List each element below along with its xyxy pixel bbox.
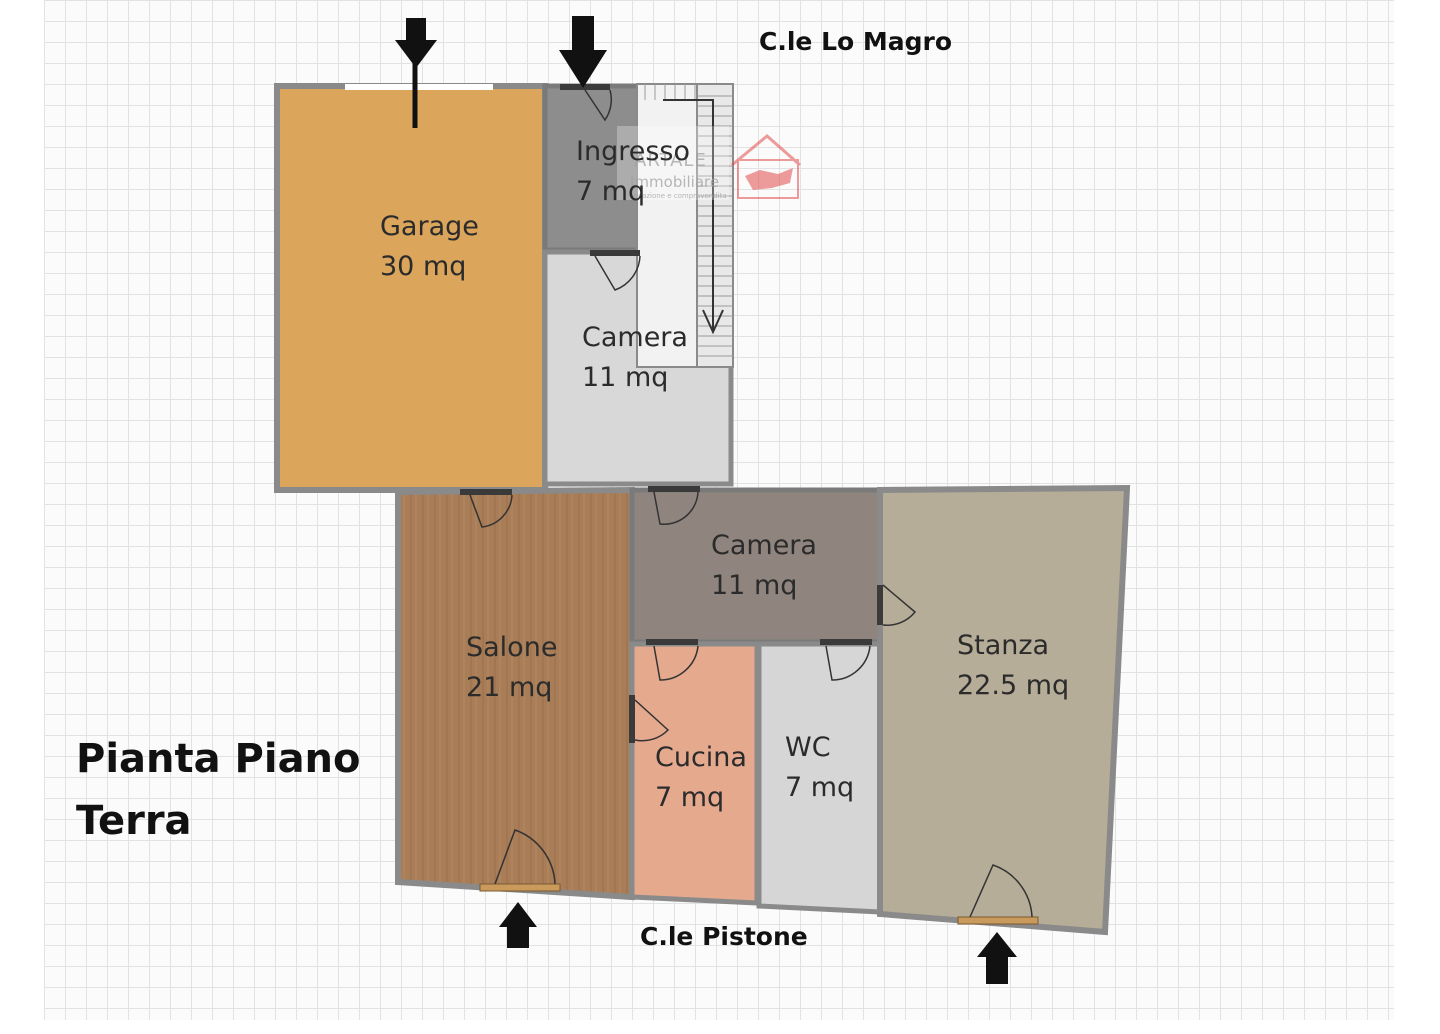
room-name: Salone — [466, 632, 558, 663]
room-label-salone: Salone 21 mq — [466, 628, 557, 708]
arrow-down-icon — [559, 16, 607, 88]
watermark-name: ARTALE — [634, 150, 707, 171]
room-name: WC — [785, 732, 831, 763]
room-area: 7 mq — [785, 772, 855, 803]
arrow-up-icon — [977, 932, 1017, 984]
watermark-logo — [617, 126, 801, 200]
room-label-cucina: Cucina 7 mq — [655, 738, 747, 818]
room-name: Stanza — [957, 630, 1050, 661]
arrow-up-icon — [499, 902, 537, 948]
doors — [460, 84, 883, 743]
watermark-subtitle: Immobiliare — [630, 173, 720, 191]
entrance-door-salone — [479, 883, 561, 892]
entrance-swing-salone — [494, 829, 556, 885]
room-label-garage: Garage 30 mq — [380, 207, 479, 287]
plan-title-line2: Terra — [76, 798, 192, 844]
entrance-swing-stanza — [969, 864, 1033, 918]
room-area: 21 mq — [466, 672, 553, 703]
stair-steps — [644, 84, 733, 357]
street-label-south: C.le Pistone — [640, 922, 808, 951]
door-swings — [469, 89, 917, 742]
room-area: 11 mq — [582, 362, 669, 393]
room-name: Cucina — [655, 742, 747, 773]
room-label-wc: WC 7 mq — [785, 728, 854, 808]
room-label-camera-upper: Camera 11 mq — [582, 318, 688, 398]
entrance-door-stanza — [957, 916, 1039, 925]
watermark-tagline: locazione e compravendita — [632, 192, 727, 200]
room-area: 30 mq — [380, 251, 467, 282]
garage-door — [345, 84, 493, 90]
room-garage — [274, 83, 548, 493]
stair-direction-arrow — [663, 99, 714, 332]
room-label-stanza: Stanza 22.5 mq — [957, 626, 1069, 706]
room-stanza — [877, 484, 1131, 936]
room-area: 7 mq — [576, 176, 646, 207]
plan-title: Pianta Piano Terra — [76, 728, 361, 852]
room-label-ingresso: Ingresso 7 mq — [576, 132, 690, 212]
street-label-north: C.le Lo Magro — [759, 27, 953, 56]
plan-title-line1: Pianta Piano — [76, 736, 361, 782]
room-area: 22.5 mq — [957, 670, 1070, 701]
room-name: Ingresso — [576, 136, 690, 167]
room-area: 11 mq — [711, 570, 798, 601]
arrow-down-icon — [395, 18, 437, 68]
room-name: Camera — [582, 322, 688, 353]
room-name: Camera — [711, 530, 817, 561]
stair-arrowhead — [702, 309, 724, 335]
room-area: 7 mq — [655, 782, 725, 813]
room-name: Garage — [380, 211, 479, 242]
room-label-camera-lower: Camera 11 mq — [711, 526, 817, 606]
